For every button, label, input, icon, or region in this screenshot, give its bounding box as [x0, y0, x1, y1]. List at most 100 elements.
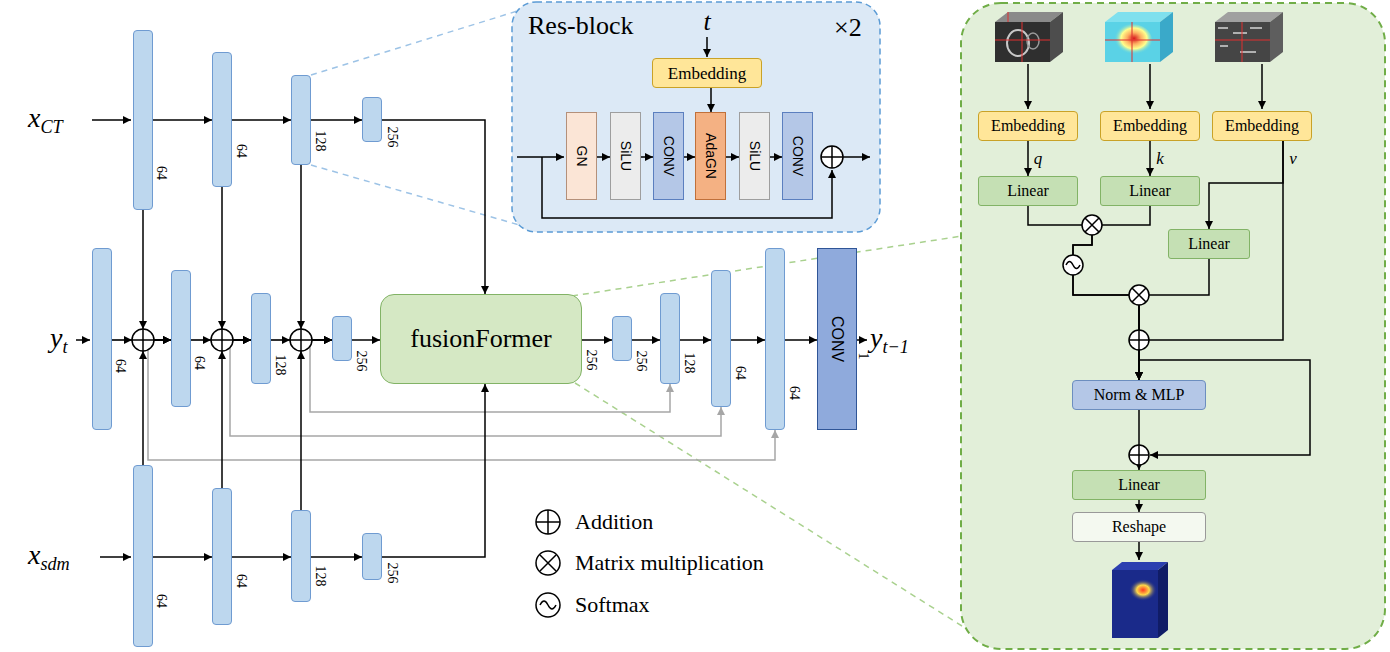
box-label: fusionFormer [410, 326, 552, 352]
box-label: Embedding [1113, 118, 1187, 134]
channel-count: 64 [154, 594, 168, 608]
box-label: Linear [1118, 477, 1160, 493]
box-label: AdaGN [704, 133, 718, 179]
connector [311, 556, 362, 558]
reshape-box: Reshape [1072, 512, 1206, 542]
connector [143, 210, 171, 340]
connector [301, 165, 332, 340]
feature-map-bar: 64 [212, 52, 232, 187]
adder-arrowheads [124, 321, 305, 359]
channel-count: 256 [385, 563, 399, 584]
box-label: Res-block [528, 13, 633, 39]
sdm-volume-image [1215, 12, 1283, 62]
connector [726, 156, 739, 158]
edge-label: v [1289, 150, 1297, 167]
output-symbol: yt−1 [870, 324, 909, 356]
channel-count: 64 [113, 359, 127, 373]
box-label: Norm & MLP [1094, 387, 1185, 403]
feature-map-bar: 64 [765, 248, 785, 430]
embedding-box: Embedding [1100, 111, 1200, 141]
feature-map-bar: 256 [362, 533, 382, 580]
legend-text: Matrix multiplication [575, 552, 764, 574]
feature-map-bar: 64 [171, 270, 191, 407]
connector [222, 187, 251, 340]
connector [1149, 141, 1151, 176]
connector [1027, 141, 1029, 176]
input-symbol: xCT [28, 104, 63, 136]
embedding-box: Embedding [652, 58, 762, 88]
connector [710, 88, 712, 112]
channel-count: 128 [273, 355, 287, 376]
input-symbol: yt [50, 324, 68, 356]
res-block-panel-shape [512, 2, 880, 232]
box-label: Embedding [991, 118, 1065, 134]
connector [1209, 141, 1283, 229]
connector [311, 119, 362, 121]
connector [1138, 500, 1140, 512]
feature-map-bar: 256 [362, 97, 382, 142]
input-symbol: xsdm [28, 541, 70, 573]
connector [1139, 259, 1209, 380]
ct-volume-image [995, 12, 1063, 62]
connector [632, 339, 660, 341]
feature-map-bar: 128 [291, 75, 311, 165]
channel-count: 128 [313, 566, 327, 587]
connector [382, 384, 485, 557]
connector [1028, 206, 1139, 380]
feature-map-bar: 256 [612, 316, 632, 361]
connector [382, 120, 485, 294]
legend-text: Addition [575, 511, 653, 533]
channel-count: 64 [234, 144, 248, 158]
feature-map-bar: 256 [332, 316, 352, 361]
box-label: Linear [1188, 236, 1230, 252]
fusionformer-detail-panel [961, 3, 1385, 649]
connector [785, 339, 817, 341]
box-label: GN [575, 146, 589, 167]
static-arrows [76, 37, 1310, 560]
embedding-box: Embedding [978, 111, 1078, 141]
connector [232, 119, 291, 121]
connector [582, 339, 612, 341]
channel-count: 64 [154, 166, 168, 180]
addition-symbols [132, 146, 1149, 534]
connector [641, 156, 653, 158]
channel-count: 128 [682, 353, 696, 374]
linear-box: Linear [1072, 470, 1206, 500]
connector [597, 156, 610, 158]
box-label: CONV [791, 136, 805, 176]
connector [222, 340, 251, 488]
box-label: ×2 [834, 15, 862, 41]
connector [352, 339, 380, 341]
connector [731, 339, 765, 341]
channel-count: 64 [192, 356, 206, 370]
linear-box: Linear [1100, 176, 1200, 206]
legend-text: Softmax [575, 594, 650, 616]
conv-box: CONV [653, 112, 684, 200]
channel-count: 64 [787, 386, 801, 400]
channel-count: 256 [385, 127, 399, 148]
connector [153, 119, 212, 121]
connector [684, 156, 695, 158]
connector [153, 556, 212, 558]
group-norm-box: GN [566, 112, 597, 200]
connector [770, 156, 782, 158]
channel-count: 256 [354, 351, 368, 372]
box-label: CONV [829, 316, 845, 362]
box-label: Linear [1007, 183, 1049, 199]
fusionformer-block: fusionFormer [380, 294, 582, 384]
conv-box: CONV [782, 112, 813, 200]
box-label: Embedding [668, 65, 746, 82]
edge-label: k [1156, 150, 1164, 167]
feature-map-bar: 64 [711, 270, 731, 407]
connector [143, 340, 171, 465]
feature-map-bar: 64 [212, 488, 232, 625]
feature-map-bar: 128 [251, 293, 271, 384]
feature-map-bar: 64 [133, 465, 153, 647]
box-label: CONV [662, 136, 676, 176]
box-label: Reshape [1112, 519, 1166, 535]
channel-count: 1 [856, 353, 870, 360]
softmax-symbols [536, 255, 1083, 617]
channel-count: 256 [584, 350, 598, 371]
adaptive-norm-box: AdaGN [695, 112, 726, 200]
